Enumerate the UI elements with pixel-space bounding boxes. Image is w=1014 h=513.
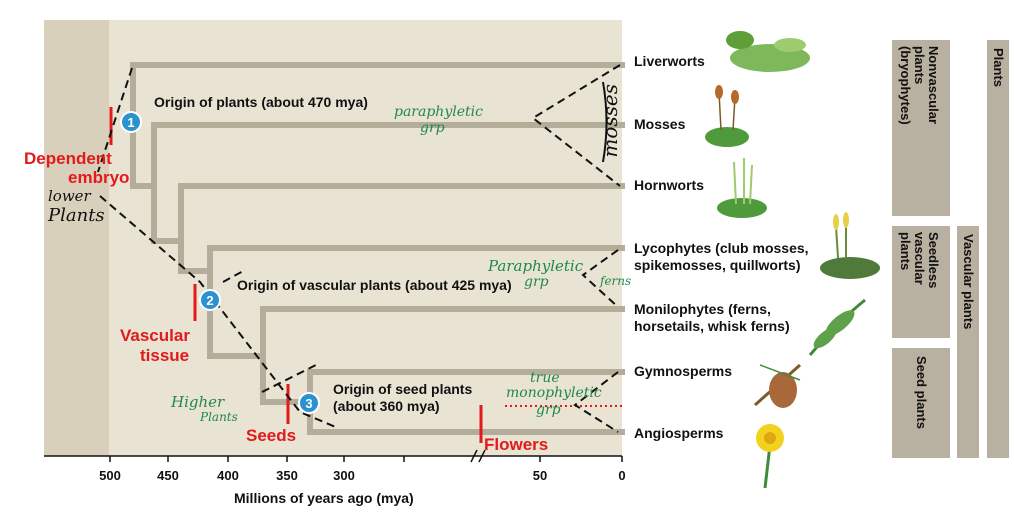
seed-plants-dashed-line bbox=[573, 371, 619, 433]
paraphyletic-note-2-grp: grp bbox=[524, 274, 549, 290]
axis-tick-label: 0 bbox=[618, 468, 626, 483]
axis-break-mark bbox=[470, 449, 478, 463]
group-label-plants: Plants bbox=[991, 48, 1006, 88]
mosses-brace bbox=[602, 81, 608, 163]
axis-tick-label: 500 bbox=[99, 468, 121, 483]
liverwort-illustration bbox=[726, 31, 810, 72]
group-label-nonvascular: Nonvascular plants (bryophytes) bbox=[898, 46, 941, 125]
axis-tick-label: 400 bbox=[217, 468, 239, 483]
ferns-dashed-line bbox=[581, 249, 619, 308]
paraphyletic-note-1-grp: grp bbox=[420, 120, 445, 136]
taxon-angiosperms: Angiosperms bbox=[634, 425, 724, 441]
marker-2-circle bbox=[199, 289, 221, 311]
group-box-plants: Plants bbox=[987, 40, 1009, 458]
ferns-note: ferns bbox=[600, 274, 632, 288]
lower-plants-note-line1: lower bbox=[48, 187, 91, 205]
true-note: true bbox=[530, 370, 560, 386]
taxon-lycophytes-line1: Lycophytes (club mosses, bbox=[634, 240, 809, 256]
marker-1-label: 1 bbox=[127, 115, 134, 130]
origin-seed-label-line1: Origin of seed plants bbox=[333, 381, 473, 397]
group-label-seedless: Seedless vascular plants bbox=[898, 232, 941, 289]
lower-plants-note-line2: Plants bbox=[48, 205, 105, 226]
marker-3-circle bbox=[298, 392, 320, 414]
group-box-seedless: Seedless vascular plants bbox=[892, 226, 950, 338]
marker-1-circle bbox=[120, 111, 142, 133]
vascular-label: Vascular bbox=[120, 326, 190, 345]
mosses-note: mosses bbox=[598, 84, 622, 158]
axis-tick-label: 300 bbox=[333, 468, 355, 483]
moss-illustration bbox=[705, 85, 749, 147]
taxon-liverworts: Liverworts bbox=[634, 53, 705, 69]
angiosperm-illustration bbox=[756, 424, 784, 489]
origin-vascular-label: Origin of vascular plants (about 425 mya… bbox=[237, 277, 512, 293]
marker-2-label: 2 bbox=[206, 293, 213, 308]
axis-tick-label: 50 bbox=[532, 468, 548, 483]
paraphyletic-note-1: paraphyletic bbox=[394, 104, 483, 120]
higher-plants-note-line2: Plants bbox=[200, 410, 238, 424]
higher-plants-dashed-line bbox=[261, 363, 319, 393]
taxon-mosses: Mosses bbox=[634, 116, 686, 132]
early-time-panel bbox=[44, 20, 109, 456]
paraphyletic-note-2: Paraphyletic bbox=[488, 257, 584, 275]
fern-illustration bbox=[808, 298, 866, 356]
taxon-hornworts: Hornworts bbox=[634, 177, 704, 193]
taxon-monilophytes-line1: Monilophytes (ferns, bbox=[634, 301, 771, 317]
group-box-nonvascular: Nonvascular plants (bryophytes) bbox=[892, 40, 950, 216]
axis-title: Millions of years ago (mya) bbox=[234, 490, 414, 506]
axis-tick-label: 450 bbox=[157, 468, 179, 483]
group-box-seed-plants: Seed plants bbox=[892, 348, 950, 458]
lower-plants-dashed-line bbox=[99, 195, 339, 429]
gymnosperm-illustration bbox=[754, 363, 801, 408]
seeds-label: Seeds bbox=[246, 426, 297, 445]
tissue-label: tissue bbox=[140, 346, 190, 365]
lower-plants-dashed-line bbox=[97, 67, 133, 173]
group-label-seed-plants: Seed plants bbox=[914, 356, 929, 429]
origin-seed-label-line2: (about 360 mya) bbox=[333, 398, 440, 414]
embryo-label: embryo bbox=[68, 168, 130, 187]
time-panel bbox=[44, 20, 622, 456]
marker-3-label: 3 bbox=[305, 396, 312, 411]
group-label-vascular-plants: Vascular plants bbox=[961, 234, 976, 330]
dependent-label: Dependent bbox=[24, 149, 112, 168]
axis-tick-label: 350 bbox=[276, 468, 298, 483]
group-box-vascular-plants: Vascular plants bbox=[957, 226, 979, 458]
taxon-monilophytes-line2: horsetails, whisk ferns) bbox=[634, 318, 790, 334]
paraphyletic-dashed-line bbox=[222, 269, 246, 283]
lycophyte-illustration bbox=[820, 212, 880, 279]
origin-plants-label: Origin of plants (about 470 mya) bbox=[154, 94, 368, 110]
mosses-dashed-line bbox=[531, 64, 621, 187]
axis-break-mark bbox=[478, 449, 486, 463]
higher-plants-note-line1: Higher bbox=[171, 393, 225, 411]
grp-note: grp bbox=[536, 402, 561, 418]
flowers-label: Flowers bbox=[484, 435, 549, 454]
monophyletic-note: monophyletic bbox=[506, 385, 602, 401]
hornwort-illustration bbox=[717, 158, 767, 218]
taxon-gymnosperms: Gymnosperms bbox=[634, 363, 733, 379]
taxon-lycophytes-line2: spikemosses, quillworts) bbox=[634, 257, 801, 273]
